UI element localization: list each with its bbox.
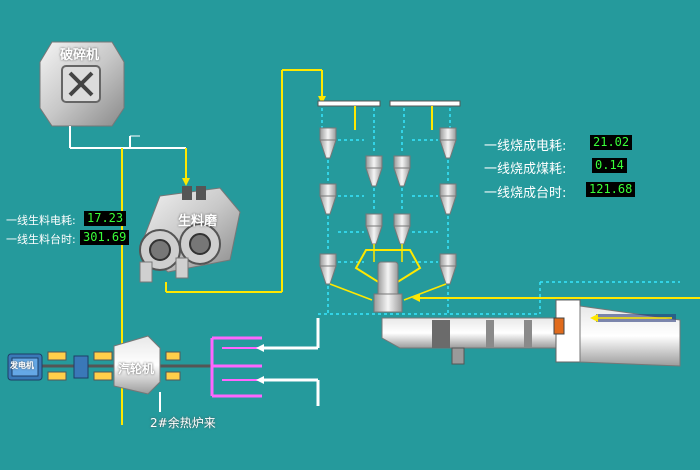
- clinker-coal-value: 0.14: [592, 158, 627, 173]
- cyclone-left-inner-1[interactable]: [365, 155, 383, 187]
- clinker-power-value: 21.02: [590, 135, 633, 150]
- generator[interactable]: [7, 353, 43, 381]
- clinker-power-label: 一线烧成电耗:: [484, 139, 567, 154]
- steam-turbine[interactable]: [113, 335, 161, 395]
- turbine-label: 汽轮机: [118, 362, 155, 376]
- cyclone-left-inner-2[interactable]: [365, 213, 383, 245]
- kiln-support: [451, 347, 465, 365]
- top-beam-right: [389, 100, 461, 107]
- rotary-kiln[interactable]: [381, 294, 700, 365]
- mill-feed-chute: [182, 186, 192, 200]
- meal-feed-lines: [329, 244, 447, 301]
- cyclone-right-inner-2[interactable]: [393, 213, 411, 245]
- clinker-cooler[interactable]: [553, 299, 681, 367]
- preheater-tower: [317, 100, 680, 315]
- raw-output-label: 一线生料台时:: [6, 233, 76, 246]
- generator-label: 发电机: [10, 361, 34, 370]
- gas-flow-lines: [318, 130, 680, 315]
- top-beam-left: [317, 100, 381, 107]
- clinker-coal-label: 一线烧成煤耗:: [484, 162, 567, 177]
- cyclone-right-3[interactable]: [439, 253, 457, 285]
- mill-to-preheater-pipe: [165, 69, 326, 293]
- clinker-output-label: 一线烧成台时:: [484, 186, 567, 201]
- cyclone-left-2[interactable]: [319, 183, 337, 215]
- cyclone-left-1[interactable]: [319, 127, 337, 159]
- raw-power-label: 一线生料电耗:: [6, 214, 76, 227]
- kiln-tyre-1: [432, 320, 450, 348]
- cyclone-right-2[interactable]: [439, 183, 457, 215]
- raw-mill-label: 生料磨: [178, 214, 218, 229]
- kiln-tyre-3: [524, 320, 532, 348]
- cyclone-right-1[interactable]: [439, 127, 457, 159]
- raw-output-value: 301.69: [80, 230, 130, 245]
- raw-power-value: 17.23: [84, 211, 127, 226]
- cyclone-left-3[interactable]: [319, 253, 337, 285]
- clinker-output-value: 121.68: [586, 182, 636, 197]
- boiler-source-label: 2#余热炉来: [150, 416, 216, 430]
- cyclone-right-inner-1[interactable]: [393, 155, 411, 187]
- crusher-label: 破碎机: [60, 48, 100, 63]
- raw-mill-unit[interactable]: [139, 186, 241, 283]
- kiln-tyre-2: [486, 320, 494, 348]
- crusher-unit[interactable]: [39, 41, 125, 127]
- steam-pipes: [159, 318, 320, 412]
- calciner[interactable]: [354, 249, 422, 313]
- turbine-generator-set: [7, 335, 216, 395]
- kiln-hood-flame: [553, 317, 565, 335]
